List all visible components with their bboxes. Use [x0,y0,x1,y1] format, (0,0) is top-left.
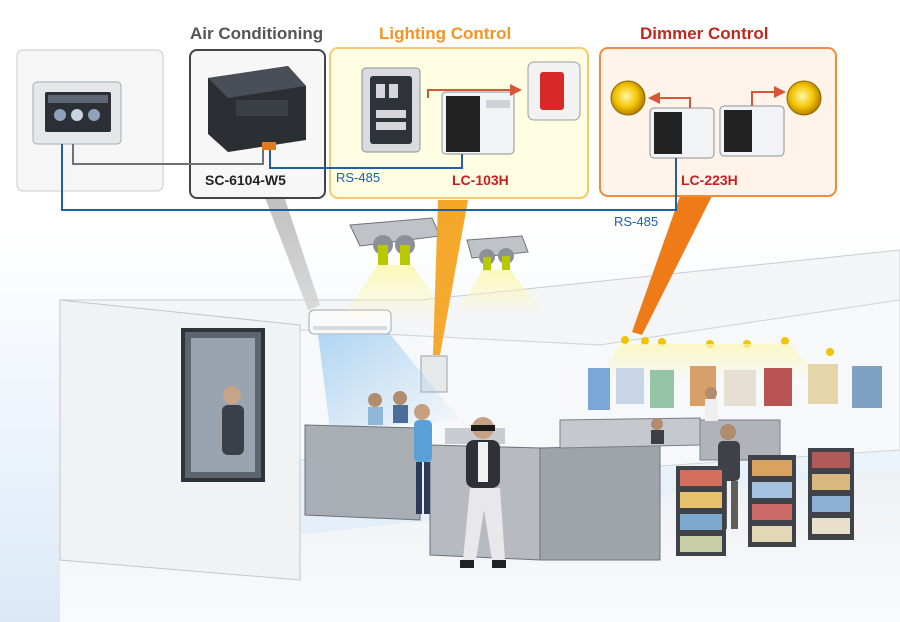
dimmer-wire-right [751,91,778,106]
touch-panel-box [16,49,164,192]
sc-6104-w5-label: SC-6104-W5 [205,172,286,188]
ceiling-light-b [455,235,545,315]
wall-switch-panel [361,67,421,153]
ceiling-light-a [340,217,452,320]
brochure-racks [676,448,854,556]
poster-wall [588,364,882,410]
lighting-control-pointer [433,200,468,355]
dimmer-control-title: Dimmer Control [640,24,769,43]
panel-to-ac-wire [72,144,264,165]
person-head [223,386,241,404]
lc-223h-device-left [649,107,715,159]
lighting-control-box [329,47,589,199]
lc-103h-label: LC-103H [452,172,509,188]
terminal-connector [262,142,276,150]
dimmer-arrow-right [774,86,786,98]
cubicles [304,417,781,561]
lighting-arrow [510,84,522,96]
rs485-lower-label: RS-485 [614,214,659,229]
person-body [222,405,244,455]
dimmer-arrow-left [648,92,660,104]
dimmer-control-pointer [632,196,712,335]
rs485-wiring [61,144,677,211]
rs485-lower-line [61,144,677,211]
air-conditioning-pointer [262,190,320,310]
rs485-upper-line [269,150,463,169]
lc-223h-device-right [719,105,785,157]
air-conditioning-title: Air Conditioning [190,24,324,43]
lc-223h-label: LC-223H [681,172,738,188]
dimmer-wire-left [655,97,691,108]
office-people [368,387,740,568]
sc-6104-w5-device [208,66,306,152]
rs485-upper-label: RS-485 [336,170,381,185]
dimmer-control-box [599,47,837,197]
lc-103h-device [441,91,515,155]
dimmer-bulb-left [610,80,646,116]
red-rocker-switch [527,61,581,121]
lighting-wire [427,89,512,98]
air-conditioning-box [189,49,326,199]
dimmer-bulb-right [786,80,822,116]
lighting-control-title: Lighting Control [379,24,512,43]
